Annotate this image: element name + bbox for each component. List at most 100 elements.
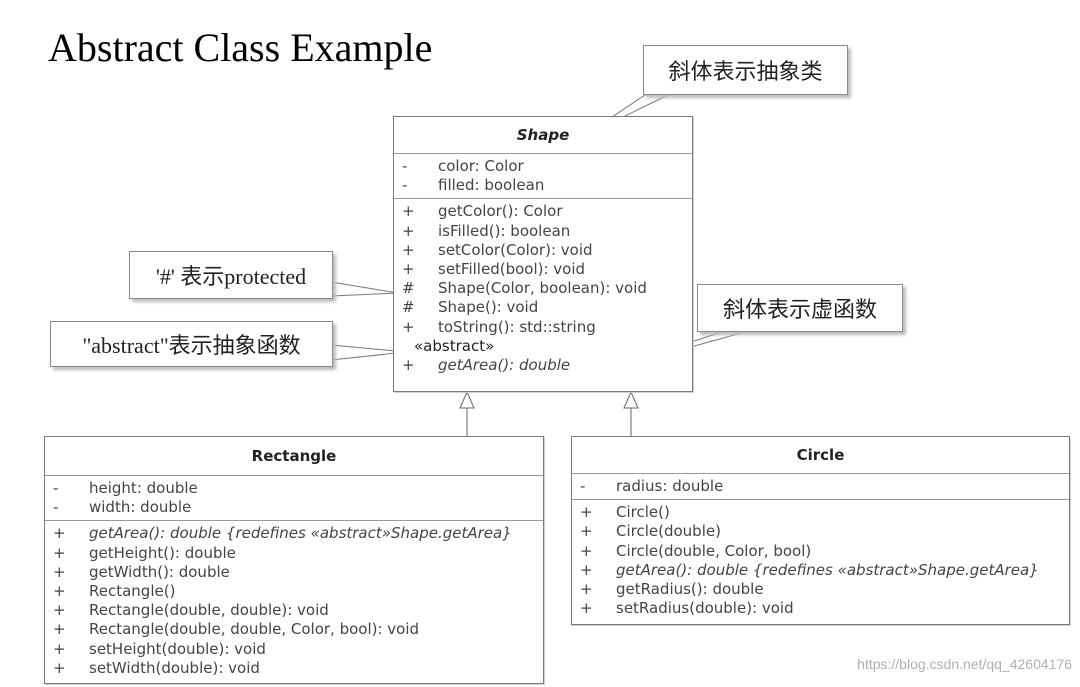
attribute-text: filled: boolean	[438, 176, 545, 195]
class-rectangle-attributes: - height: double - width: double	[45, 476, 543, 522]
visibility-marker: +	[580, 560, 593, 579]
method-text: toString(): std::string	[438, 317, 596, 336]
method-text: isFilled(): boolean	[438, 221, 571, 240]
visibility-marker: +	[402, 259, 415, 278]
visibility-marker: +	[53, 524, 66, 543]
class-name-text: Shape	[516, 126, 570, 144]
note-abstract-function: "abstract"表示抽象函数	[50, 321, 333, 367]
visibility-marker: +	[402, 355, 415, 374]
method-row: + toString(): std::string	[394, 318, 692, 337]
class-name-text: Circle	[796, 446, 845, 464]
class-circle-name: Circle	[572, 437, 1069, 474]
visibility-marker: -	[53, 498, 59, 517]
visibility-marker: +	[580, 599, 593, 618]
method-text: Rectangle(double, double, Color, bool): …	[89, 620, 420, 639]
method-row: +Circle()	[572, 503, 1069, 522]
attribute-row: - width: double	[45, 498, 543, 517]
method-text: getWidth(): double	[89, 562, 230, 581]
class-rectangle-name: Rectangle	[45, 437, 543, 476]
attribute-row: - radius: double	[572, 477, 1069, 496]
method-row: # Shape(): void	[394, 298, 692, 317]
method-row: + Circle(double, Color, bool)	[572, 542, 1069, 561]
method-text: setWidth(double): void	[89, 658, 260, 677]
visibility-marker: +	[53, 639, 66, 658]
visibility-marker: +	[402, 317, 415, 336]
method-text: getArea(): double {redefines «abstract»S…	[616, 560, 1039, 579]
watermark: https://blog.csdn.net/qq_42604176	[857, 656, 1072, 672]
attribute-text: color: Color	[438, 157, 524, 175]
visibility-marker: +	[402, 221, 415, 240]
method-row: + isFilled(): boolean	[394, 222, 692, 241]
class-shape: Shape - color: Color - filled: boolean + ge…	[393, 116, 693, 392]
method-row: + setHeight(double): void	[45, 640, 543, 659]
visibility-marker: #	[402, 298, 415, 317]
method-text: getColor(): Color	[438, 202, 563, 221]
method-text: Shape(): void	[438, 298, 539, 317]
visibility-marker: +	[402, 202, 415, 221]
class-shape-methods: +getColor(): Color +isFilled(): boolean …	[394, 199, 692, 378]
method-row: + getWidth(): double	[45, 563, 543, 582]
visibility-marker: -	[402, 176, 408, 195]
stereotype-text: «abstract»	[414, 336, 495, 355]
method-row: + Rectangle(double, double, Color, bool):…	[45, 620, 543, 639]
method-row: + Circle(double)	[572, 522, 1069, 541]
note-italic-abstract-class: 斜体表示抽象类	[643, 45, 848, 95]
method-text: Shape(Color, boolean): void	[438, 279, 647, 298]
visibility-marker: +	[53, 658, 66, 677]
method-row: + setWidth(double): void	[45, 659, 543, 678]
method-row: +Rectangle(double, double): void	[45, 601, 543, 620]
visibility-marker: +	[53, 543, 66, 562]
class-circle: Circle - radius: double +Circle() + Circle…	[571, 436, 1070, 625]
visibility-marker: +	[53, 562, 66, 581]
method-text: setHeight(double): void	[89, 639, 266, 658]
visibility-marker: +	[580, 579, 593, 598]
visibility-marker: +	[53, 581, 66, 600]
page-title: Abstract Class Example	[48, 25, 433, 70]
stereotype-row: «abstract»	[394, 337, 692, 356]
method-row: + getArea(): double	[394, 356, 692, 375]
method-text: Rectangle(double, double): void	[89, 601, 329, 620]
method-text: getRadius(): double	[616, 579, 764, 598]
attribute-row: - filled: boolean	[394, 176, 692, 195]
abstract-method-text: getArea(): double	[438, 355, 571, 374]
class-rectangle-methods: +getArea(): double {redefines «abstract»…	[45, 521, 543, 681]
method-row: # Shape(Color, boolean): void	[394, 279, 692, 298]
method-row: +getArea(): double {redefines «abstract»…	[45, 524, 543, 543]
visibility-marker: -	[402, 157, 408, 175]
note-hash-protected: '#' 表示protected	[129, 251, 333, 299]
attribute-text: width: double	[89, 498, 192, 517]
attribute-text: height: double	[89, 479, 198, 497]
attribute-row: - height: double	[45, 479, 543, 498]
visibility-marker: -	[53, 479, 59, 497]
visibility-marker: +	[580, 503, 593, 522]
attribute-text: radius: double	[616, 477, 724, 495]
method-text: setRadius(double): void	[616, 599, 794, 618]
method-row: + getArea(): double {redefines «abstract»…	[572, 561, 1069, 580]
class-shape-name: Shape	[394, 117, 692, 154]
method-text: getHeight(): double	[89, 543, 236, 562]
visibility-marker: +	[402, 240, 415, 259]
method-text: Circle(double)	[616, 522, 721, 541]
visibility-marker: -	[580, 477, 586, 495]
attribute-row: - color: Color	[394, 157, 692, 176]
method-row: + setColor(Color): void	[394, 241, 692, 260]
generalization-arrow-rectangle	[459, 390, 475, 409]
visibility-marker: +	[580, 541, 593, 560]
visibility-marker: +	[53, 620, 66, 639]
visibility-marker: #	[402, 279, 415, 298]
method-row: + getHeight(): double	[45, 544, 543, 563]
method-row: + Rectangle()	[45, 582, 543, 601]
callout-hash	[330, 281, 399, 297]
method-row: + getRadius(): double	[572, 580, 1069, 599]
method-row: + setRadius(double): void	[572, 599, 1069, 618]
class-circle-attributes: - radius: double	[572, 474, 1069, 501]
class-rectangle: Rectangle - height: double - width: double…	[44, 436, 544, 684]
method-text: setColor(Color): void	[438, 240, 593, 259]
class-shape-attributes: - color: Color - filled: boolean	[394, 154, 692, 200]
generalization-arrow-circle	[623, 390, 639, 409]
method-text: Rectangle()	[89, 581, 176, 600]
visibility-marker: +	[580, 522, 593, 541]
method-row: + getColor(): Color	[394, 202, 692, 221]
note-italic-virtual-function: 斜体表示虚函数	[697, 284, 903, 332]
method-text: Circle(double, Color, bool)	[616, 541, 812, 560]
